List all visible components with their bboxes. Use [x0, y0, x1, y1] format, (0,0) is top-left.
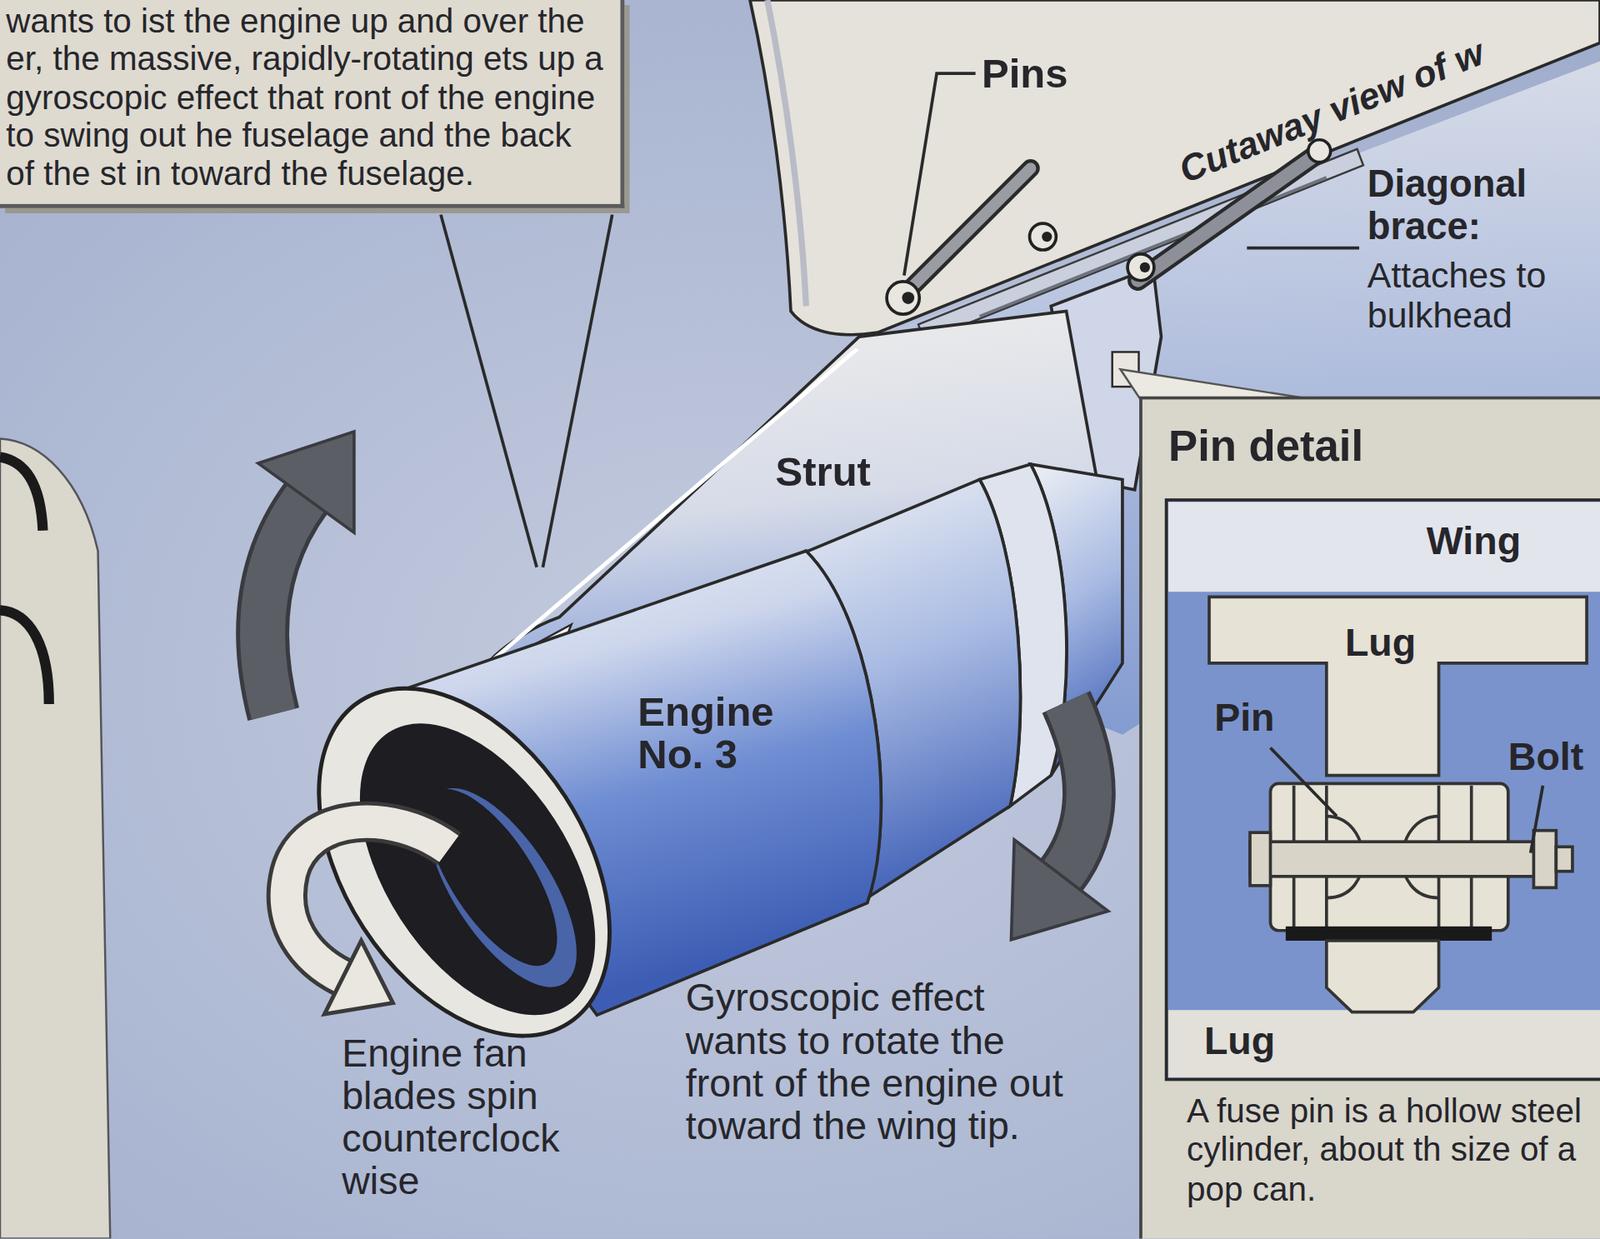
note-text: Engine fan blades spin counterclock wise: [341, 1032, 610, 1204]
pin-detail-drawing: [1140, 398, 1600, 1239]
fuse-pins: [1127, 254, 1155, 281]
panel-caption: A fuse pin is a hollow steel cylinder, a…: [1186, 1091, 1593, 1210]
pin-detail-drawing: [1166, 500, 1600, 1080]
detail-wedge: [1120, 369, 1316, 400]
rotation-arrow: [258, 431, 355, 715]
fuselage-edge: [0, 439, 110, 1239]
rotation-arrow: [1060, 701, 1089, 875]
fan-rotation-arrow: [286, 821, 449, 1015]
rotation-arrow: [258, 431, 355, 533]
engine-nacelle: [401, 770, 582, 986]
note-text: Attaches to bulkhead: [1367, 255, 1577, 335]
leader-line: [904, 73, 1360, 275]
callout-text: wants to ist the engine up and over the …: [5, 1, 606, 192]
fuse-pins: [886, 281, 920, 315]
pin-detail-drawing: [1533, 830, 1556, 889]
rotation-arrow: [1060, 701, 1089, 875]
fuse-pins: [901, 291, 915, 305]
part-label: Strut: [775, 449, 871, 495]
engine-nacelle: [311, 682, 644, 1057]
note-text: Gyroscopic effect wants to rotate the fr…: [685, 977, 1079, 1149]
pin-detail-drawing: [1555, 846, 1573, 871]
rotation-arrow: [1010, 701, 1108, 940]
pin-detail-drawing: [1270, 748, 1337, 817]
pin-detail-drawing: [1250, 841, 1556, 877]
pin-detail-drawing: [1168, 1010, 1600, 1078]
rotation-arrow: [262, 498, 306, 715]
part-label: Lug: [1204, 1020, 1275, 1063]
fuse-pins: [1308, 140, 1331, 163]
callout-box: wants to ist the engine up and over the …: [0, 0, 625, 209]
part-label: Bolt: [1508, 736, 1584, 780]
rotation-arrow: [262, 498, 306, 715]
pin-detail-drawing: [1285, 926, 1492, 941]
fuse-pins: [886, 140, 1331, 315]
engine-nacelle: [398, 765, 605, 1010]
part-label: Wing: [1426, 520, 1521, 563]
part-label: Lug: [1345, 622, 1416, 665]
part-label: Diagonal brace:: [1367, 163, 1577, 248]
callout-pointer: [542, 215, 612, 568]
wing: [750, 0, 1600, 335]
fuse-pins: [1140, 262, 1150, 273]
leader-line: [1246, 246, 1360, 250]
part-label: Pin: [1214, 696, 1275, 740]
callout-pointer: [440, 215, 537, 568]
wing: [767, 0, 807, 306]
fuselage-edge: [0, 439, 110, 1239]
pin-detail-drawing: [1250, 832, 1270, 886]
aft-pylon: [903, 168, 1031, 296]
pin-detail-drawing: [1168, 501, 1600, 592]
fuselage-edge: [0, 610, 50, 705]
pin-detail-drawing: [1530, 785, 1544, 854]
fuselage-edge: [0, 457, 43, 531]
part-label: Pins: [981, 50, 1068, 96]
part-label: Engine No. 3: [637, 690, 806, 777]
detail-panel: Pin detail A fuse pin is a hollow steel c…: [1140, 398, 1600, 1239]
aft-pylon: [903, 168, 1031, 296]
leader-line: [904, 73, 976, 275]
wing: [750, 0, 1600, 341]
fan-rotation-arrow: [324, 940, 393, 1015]
fuse-pins: [1041, 231, 1052, 242]
panel-heading: Pin detail: [1168, 422, 1364, 471]
fuse-pins: [1030, 223, 1057, 250]
callout-pointer: [440, 215, 613, 568]
pin-detail-drawing: [1326, 940, 1440, 1013]
engine-nacelle: [259, 635, 670, 1090]
rotation-arrow: [1010, 840, 1108, 940]
